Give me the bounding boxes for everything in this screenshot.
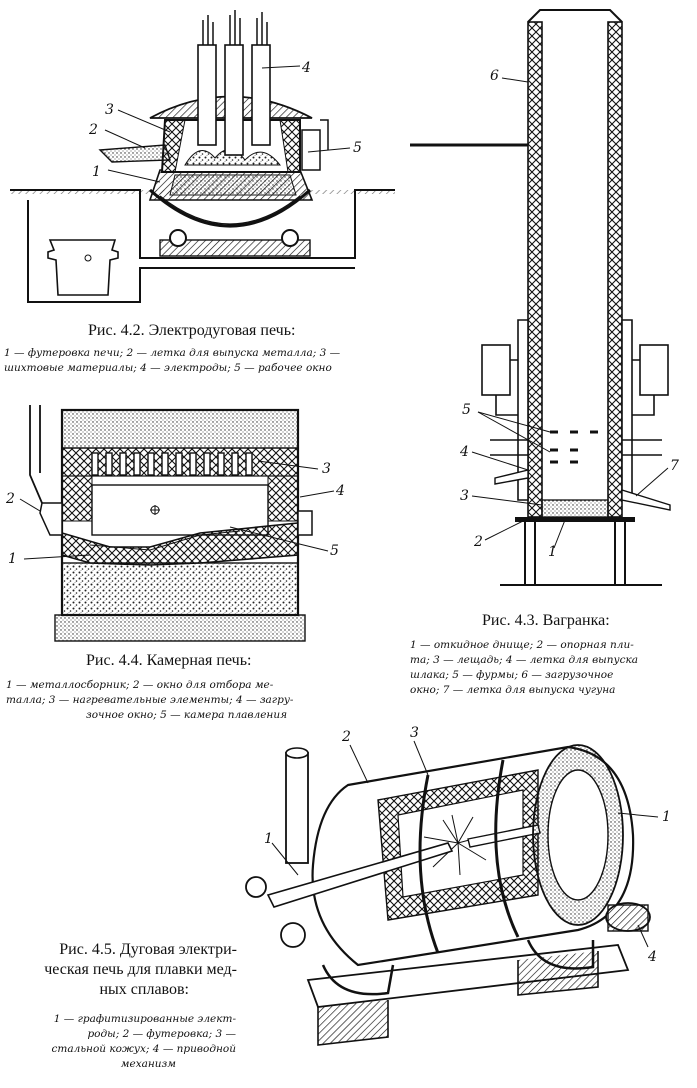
fig-4-2-label-1: 1: [92, 164, 101, 180]
fig-4-3-label-4: 4: [459, 444, 469, 460]
fig-4-5-title: Рис. 4.5. Дуговая электри- ческая печь д…: [12, 940, 237, 1000]
fig-4-4-label-2: 2: [5, 491, 15, 507]
fig-4-3-label-7: 7: [670, 458, 679, 474]
fig-4-5-drawing: 2 3 1 1 4: [245, 725, 671, 1046]
fig-4-4-legend-line: талла; 3 — нагревательные элементы; 4 — …: [6, 694, 294, 706]
fig-4-3-legend-line: окно; 7 — летка для выпуска чугуна: [410, 684, 616, 696]
fig-4-2-drawing: 1 2 3 4 5: [10, 10, 395, 303]
fig-4-2-label-2: 2: [88, 122, 98, 138]
fig-4-4-label-5: 5: [330, 543, 339, 559]
fig-4-4-legend: 1 — металлосборник; 2 — окно для отбора …: [6, 678, 398, 723]
fig-4-5-legend: 1 — графитизированные элект- роды; 2 — ф…: [14, 1012, 236, 1072]
fig-4-5-legend-line: механизм: [120, 1058, 176, 1070]
fig-4-3-label-1: 1: [548, 544, 557, 560]
fig-4-2-legend: 1 — футеровка печи; 2 — летка для выпуск…: [4, 346, 404, 376]
fig-4-4-legend-line: зочное окно; 5 — камера плавления: [86, 709, 288, 721]
fig-4-3-label-3: 3: [460, 488, 469, 504]
fig-4-5-legend-line: стальной кожух; 4 — приводной: [51, 1043, 236, 1055]
fig-4-3-drawing: 6 5 4 7 3 2 1: [410, 9, 679, 586]
fig-4-4-drawing: 2 3 4 1 5: [5, 405, 345, 642]
fig-4-3-legend-line: 1 — откидное днище; 2 — опорная пли-: [410, 639, 634, 651]
fig-4-3-label-2: 2: [473, 534, 483, 550]
fig-4-4-label-4: 4: [335, 483, 345, 499]
fig-4-2-legend-line: 1 — футеровка печи; 2 — летка для выпуск…: [4, 347, 341, 359]
fig-4-3-label-6: 6: [490, 68, 499, 84]
fig-4-5-label-3: 3: [410, 725, 419, 741]
fig-4-3-label-5: 5: [462, 402, 471, 418]
fig-4-5-title-line: Рис. 4.5. Дуговая электри-: [59, 941, 237, 958]
fig-4-5-label-1: 1: [264, 831, 273, 847]
fig-4-5-legend-line: роды; 2 — футеровка; 3 —: [87, 1028, 236, 1040]
fig-4-3-legend-line: та; 3 — лещадь; 4 — летка для выпуска: [410, 654, 639, 666]
fig-4-5-legend-line: 1 — графитизированные элект-: [53, 1013, 236, 1025]
fig-4-2-title: Рис. 4.2. Электродуговая печь:: [88, 322, 296, 339]
fig-4-4-label-3: 3: [322, 461, 331, 477]
fig-4-3-legend: 1 — откидное днище; 2 — опорная пли- та;…: [410, 638, 695, 698]
fig-4-3-legend-line: шлака; 5 — фурмы; 6 — загрузочное: [410, 669, 614, 681]
fig-4-4-legend-line: 1 — металлосборник; 2 — окно для отбора …: [6, 679, 274, 691]
fig-4-5-label-4: 4: [647, 949, 657, 965]
fig-4-5-title-line: ческая печь для плавки мед-: [44, 961, 237, 978]
fig-4-2-legend-line: шихтовые материалы; 4 — электроды; 5 — р…: [4, 362, 332, 374]
fig-4-5-label-2: 2: [341, 729, 351, 745]
fig-4-5-label-1b: 1: [662, 809, 671, 825]
fig-4-4-label-1: 1: [8, 551, 17, 567]
fig-4-2-label-4: 4: [301, 60, 311, 76]
fig-4-2-label-3: 3: [105, 102, 114, 118]
fig-4-2-label-5: 5: [353, 140, 362, 156]
fig-4-3-title: Рис. 4.3. Вагранка:: [482, 612, 610, 629]
fig-4-5-title-line: ных сплавов:: [99, 981, 189, 998]
fig-4-4-title: Рис. 4.4. Камерная печь:: [86, 652, 252, 669]
